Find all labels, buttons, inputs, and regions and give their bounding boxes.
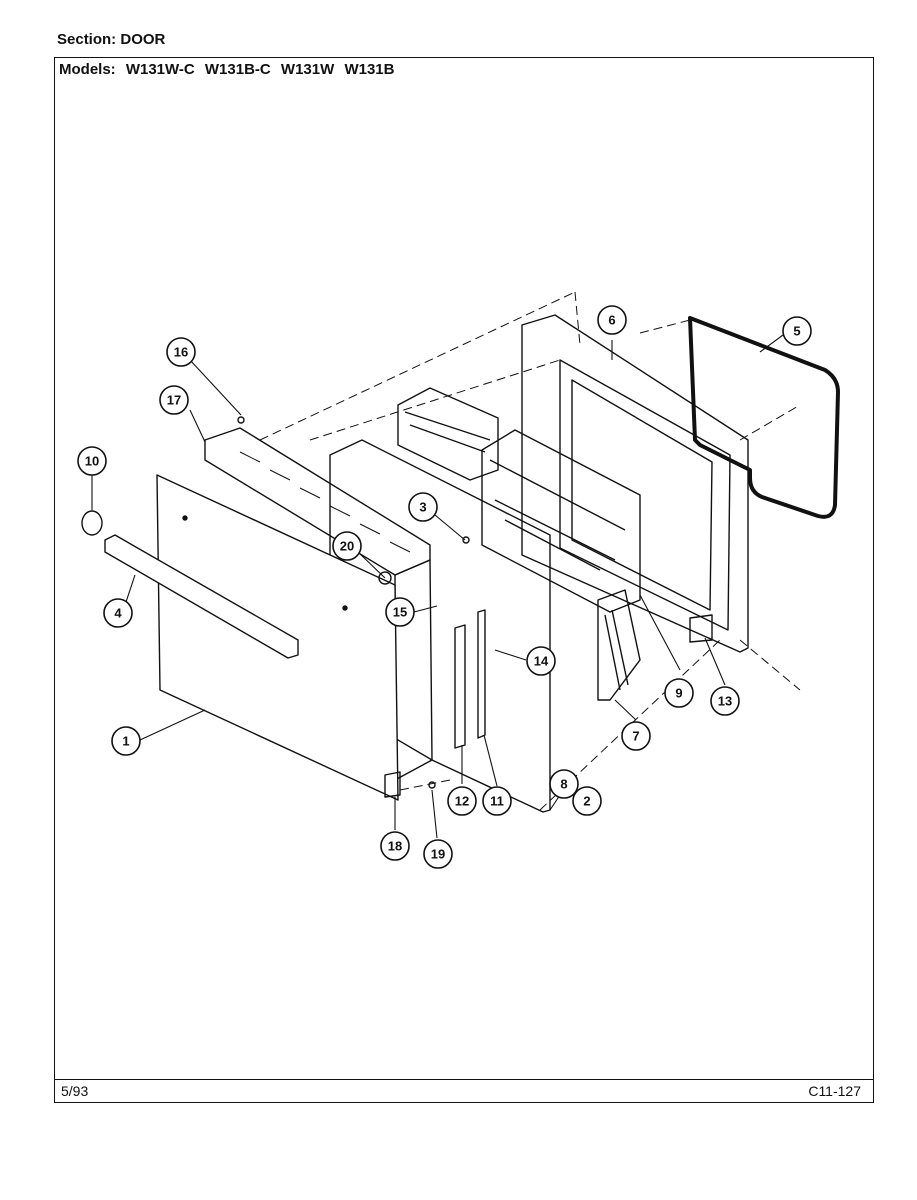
screw-part-16 <box>237 416 245 424</box>
callout-6: 6 <box>597 305 627 335</box>
callout-17: 17 <box>159 385 189 415</box>
strip-part-11 <box>477 609 486 739</box>
screw-part-19 <box>428 781 436 789</box>
callout-19-label: 19 <box>431 847 445 862</box>
insulation-part-7 <box>397 387 499 481</box>
model-4: W131B <box>344 61 395 78</box>
screw-part-3 <box>462 536 470 544</box>
model-3: W131W <box>280 61 335 78</box>
callout-18-label: 18 <box>388 839 402 854</box>
footer-divider <box>55 1079 873 1080</box>
callout-5-label: 5 <box>793 324 800 339</box>
callout-14: 14 <box>526 646 556 676</box>
callout-2-label: 2 <box>583 794 590 809</box>
gasket-part-5 <box>688 316 840 519</box>
callout-14-label: 14 <box>534 654 549 669</box>
bracket-part-13 <box>689 614 713 643</box>
footer-date: 5/93 <box>61 1083 89 1099</box>
callout-3: 3 <box>408 492 438 522</box>
assembly-guide-lines <box>259 291 801 811</box>
callout-7: 7 <box>621 721 651 751</box>
hinge-part-18 <box>384 771 401 798</box>
callout-12-label: 12 <box>455 794 469 809</box>
glass-pack-part-9 <box>481 429 641 613</box>
callout-7-label: 7 <box>632 729 639 744</box>
callout-11-label: 11 <box>490 794 504 809</box>
callout-16: 16 <box>166 337 196 367</box>
models-label: Models: <box>59 61 116 78</box>
callout-20-label: 20 <box>340 539 354 554</box>
callout-4: 4 <box>103 598 133 628</box>
callout-20: 20 <box>332 531 362 561</box>
callout-10-label: 10 <box>85 454 99 469</box>
callout-1-label: 1 <box>122 734 129 749</box>
model-1: W131W-C <box>125 61 195 78</box>
callout-10: 10 <box>77 446 107 476</box>
leader-lines <box>91 334 784 839</box>
callout-18: 18 <box>380 831 410 861</box>
section-label: Section: <box>57 31 117 48</box>
callout-9-label: 9 <box>675 686 682 701</box>
callout-15-label: 15 <box>393 605 407 620</box>
callout-13: 13 <box>710 686 740 716</box>
callout-2: 2 <box>572 786 602 816</box>
callout-11: 11 <box>482 786 512 816</box>
footer-code: C11-127 <box>808 1083 861 1099</box>
diagram-frame: Models: W131W-C W131B-C W131W W131B 5/93… <box>54 57 874 1103</box>
handle-part-4 <box>104 534 299 659</box>
callout-8: 8 <box>549 769 579 799</box>
models-line: Models: W131W-C W131B-C W131W W131B <box>59 61 400 78</box>
callout-6-label: 6 <box>608 313 615 328</box>
strip-part-12 <box>454 624 466 749</box>
cap-part-10 <box>81 510 103 536</box>
model-2: W131B-C <box>204 61 271 78</box>
callout-9: 9 <box>664 678 694 708</box>
callout-16-label: 16 <box>174 345 188 360</box>
callout-5: 5 <box>782 316 812 346</box>
callout-17-label: 17 <box>167 393 181 408</box>
callout-15: 15 <box>385 597 415 627</box>
callout-4-label: 4 <box>114 606 122 621</box>
callout-13-label: 13 <box>718 694 732 709</box>
callout-8-label: 8 <box>560 777 567 792</box>
section-title: Section: DOOR <box>57 31 165 48</box>
callout-3-label: 3 <box>419 500 426 515</box>
callout-12: 12 <box>447 786 477 816</box>
callout-1: 1 <box>111 726 141 756</box>
section-value: DOOR <box>120 31 166 48</box>
inner-door-frame-part-6 <box>521 314 749 653</box>
callout-19: 19 <box>423 839 453 869</box>
